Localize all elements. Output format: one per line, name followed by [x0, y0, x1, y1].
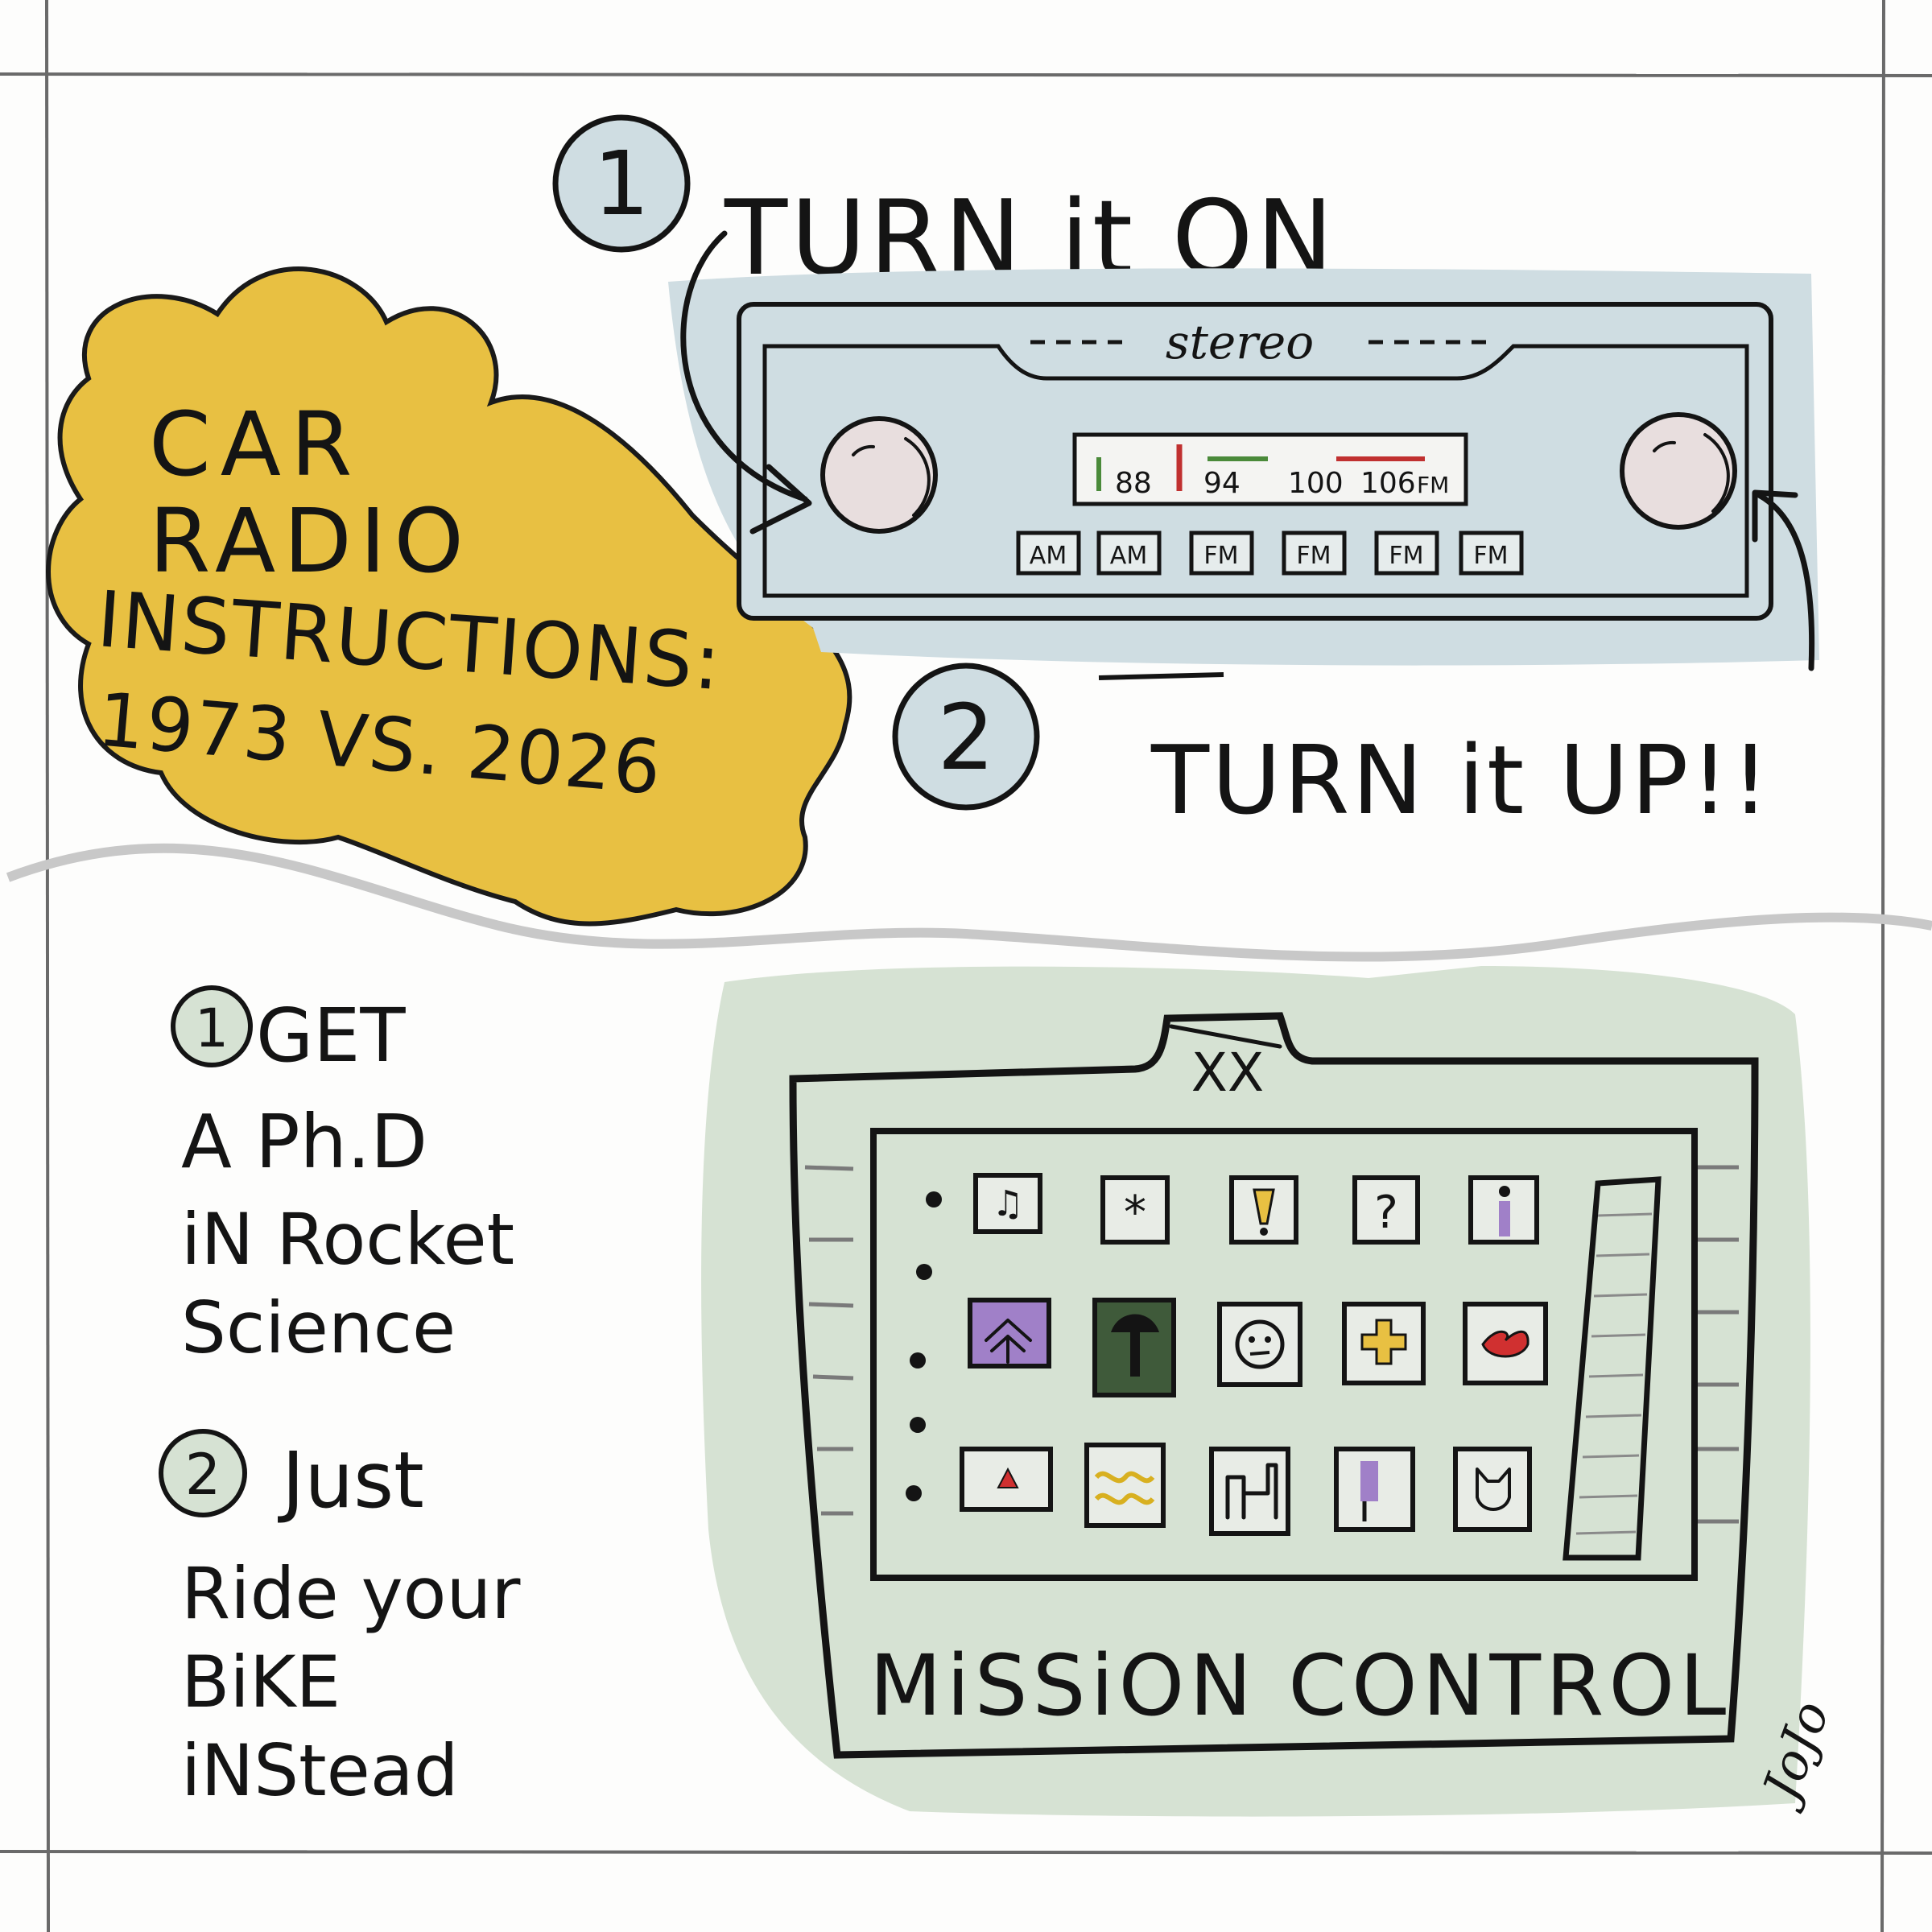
- music-note-icon: ♫: [992, 1183, 1023, 1224]
- step-2-label: TURN it UP!!: [1150, 724, 1772, 836]
- radio-inner-panel: [762, 344, 1749, 598]
- cat-icon: [1476, 1468, 1511, 1511]
- title-line-2: RADIO: [149, 489, 472, 592]
- volume-slider[interactable]: [1563, 1176, 1662, 1561]
- preset-button-1-label: AM: [1030, 542, 1067, 570]
- plus-icon: [1360, 1319, 1407, 1365]
- radio-1973: 1 TURN it ON stereo 88 94 100 106 FM: [552, 114, 1819, 836]
- app-tile-info[interactable]: [1468, 1175, 1539, 1245]
- preset-button-6-label: FM: [1473, 542, 1508, 570]
- tab-diagonal: [1169, 1024, 1282, 1049]
- app-tile-face[interactable]: [1217, 1302, 1302, 1387]
- preset-button-2-label: AM: [1110, 542, 1147, 570]
- speaker-grille-right: [1690, 1165, 1739, 1524]
- infotainment-top-tab: XX: [1191, 1042, 1264, 1104]
- app-tile-lips[interactable]: [1463, 1302, 1548, 1385]
- preset-button-5-label: FM: [1389, 542, 1423, 570]
- step-2026-1-line-2: A Ph.D: [181, 1099, 427, 1185]
- bar-icon: [1360, 1461, 1378, 1501]
- app-tile-mushroom[interactable]: [1092, 1298, 1176, 1397]
- app-tile-cat[interactable]: [1453, 1447, 1532, 1532]
- step-2-number-circle: [892, 663, 1040, 811]
- wave-icon: [1094, 1471, 1155, 1505]
- mission-control-label: MiSSiON CONTROL: [869, 1637, 1731, 1735]
- step-2026-1-number-circle: [171, 985, 253, 1067]
- preset-button-5[interactable]: FM: [1374, 530, 1439, 576]
- step-2026-2-number-circle: [159, 1429, 247, 1517]
- app-tile-triangle[interactable]: [960, 1447, 1053, 1512]
- screen-side-dots: [906, 1191, 942, 1501]
- infotainment-2026: XX: [701, 966, 1810, 1817]
- question-icon: ?: [1374, 1187, 1398, 1239]
- asterisk-icon: *: [1124, 1187, 1146, 1239]
- step-2026-2-number: 2: [185, 1442, 221, 1508]
- app-tile-plus[interactable]: [1342, 1302, 1426, 1385]
- info-icon: [1499, 1201, 1510, 1236]
- app-tile-chair[interactable]: [1209, 1447, 1290, 1536]
- step-2026-2-line-1: Just: [278, 1435, 424, 1525]
- step-1-number-circle: [552, 114, 691, 253]
- app-tile-music[interactable]: ♫: [973, 1173, 1042, 1234]
- app-tile-alert[interactable]: [1229, 1175, 1298, 1245]
- step-2-overline: [1098, 672, 1224, 680]
- step-2-number: 2: [937, 686, 994, 791]
- step-2026-1-number: 1: [195, 997, 229, 1059]
- alert-icon: [1253, 1188, 1275, 1225]
- step-2026-1-line-3: iN Rocket: [181, 1198, 514, 1281]
- title-blob-shape: [46, 266, 852, 927]
- step-2026-2-line-2: Ride your: [181, 1552, 521, 1635]
- step-2026-2-line-3: BiKE: [181, 1641, 341, 1724]
- triangle-icon: [997, 1467, 1019, 1488]
- dial-106: 106: [1360, 467, 1416, 500]
- arrow-to-left-knob: [680, 230, 808, 502]
- step-2026-1-line-4: Science: [181, 1286, 456, 1369]
- face-icon: [1235, 1319, 1285, 1369]
- tuning-knob-right[interactable]: [1620, 412, 1737, 530]
- lips-icon: [1481, 1330, 1530, 1358]
- app-tile-asterisk[interactable]: *: [1100, 1175, 1170, 1245]
- dial-88: 88: [1115, 467, 1152, 500]
- speaker-grille-left: [804, 1165, 854, 1516]
- steps-2026: 1 GET A Ph.D iN Rocket Science 2 Just Ri…: [159, 985, 521, 1812]
- step-1-number: 1: [593, 132, 650, 235]
- step-2026-2: 2 Just Ride your BiKE iNStead: [159, 1429, 521, 1812]
- volume-knob-left[interactable]: [820, 416, 938, 534]
- step-2026-1-line-1: GET: [256, 993, 406, 1079]
- title-blob: CAR RADIO INSTRUCTIONS: 1973 VS. 2026: [46, 266, 852, 927]
- preset-button-6[interactable]: FM: [1459, 530, 1524, 576]
- chair-icon: [1225, 1463, 1278, 1520]
- dial-100: 100: [1288, 467, 1344, 500]
- app-tile-mountain[interactable]: [968, 1298, 1051, 1368]
- preset-button-2[interactable]: AM: [1096, 530, 1162, 576]
- preset-button-3[interactable]: FM: [1189, 530, 1254, 576]
- mushroom-icon: [1111, 1314, 1159, 1332]
- arrow-to-right-knob: [1756, 492, 1815, 671]
- preset-buttons: AM AM FM FM FM FM: [1016, 530, 1524, 576]
- step-2026-1: 1 GET A Ph.D iN Rocket Science: [171, 985, 514, 1369]
- dial-94: 94: [1203, 467, 1241, 500]
- wavy-divider: [6, 843, 1932, 962]
- preset-button-1[interactable]: AM: [1016, 530, 1081, 576]
- preset-button-4[interactable]: FM: [1282, 530, 1347, 576]
- step-2026-2-line-4: iNStead: [181, 1729, 459, 1812]
- app-tile-question[interactable]: ?: [1352, 1175, 1420, 1245]
- app-tile-bar[interactable]: [1334, 1447, 1415, 1532]
- stereo-brand: stereo: [1166, 315, 1314, 369]
- arrow-to-right-knob-head: [1752, 489, 1798, 543]
- mountain-icon: [985, 1319, 1032, 1364]
- preset-button-3-label: FM: [1203, 542, 1238, 570]
- arrow-to-left-knob-head: [749, 464, 812, 535]
- step-2-turn-up: 2 TURN it UP!!: [892, 663, 1772, 836]
- title-line-1: CAR: [149, 393, 362, 496]
- app-tile-wave[interactable]: [1084, 1443, 1166, 1528]
- preset-button-4-label: FM: [1296, 542, 1331, 570]
- tuner-window: [1072, 432, 1468, 506]
- dial-unit: FM: [1417, 472, 1449, 498]
